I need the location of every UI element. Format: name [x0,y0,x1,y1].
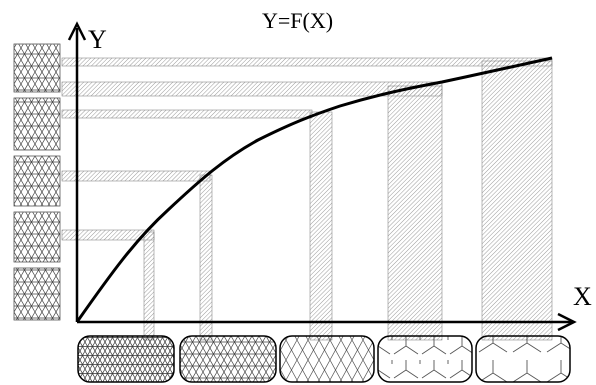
diagram-title: Y=F(X) [262,8,333,33]
bottom-tile-5 [475,335,571,383]
left-texture-tiles [13,43,61,321]
bottom-tile-3 [279,335,375,383]
bottom-tile-4 [377,335,473,383]
h-band-4 [61,170,211,182]
y-axis-arrowhead [67,21,87,41]
left-tile-2 [13,97,61,151]
y-axis-label: Y [88,25,107,54]
x-axis-label: X [573,282,592,311]
v-band-3 [309,111,333,341]
bottom-texture-tiles [77,335,571,383]
axes [67,21,577,332]
v-band-4 [387,85,443,341]
vertical-projection-bands [143,60,553,341]
left-tile-4 [13,211,61,263]
v-band-5 [481,60,553,341]
left-tile-3 [13,155,61,207]
bottom-tile-1 [77,335,175,383]
left-tile-1 [13,43,61,93]
function-curve [75,56,553,323]
left-tile-5 [13,267,61,321]
v-band-1 [143,231,155,341]
h-band-3 [61,109,313,119]
bottom-tile-2 [179,335,277,383]
horizontal-projection-bands [61,57,553,241]
h-band-1 [61,57,553,67]
v-band-2 [199,174,213,341]
x-axis-arrowhead [557,312,577,332]
